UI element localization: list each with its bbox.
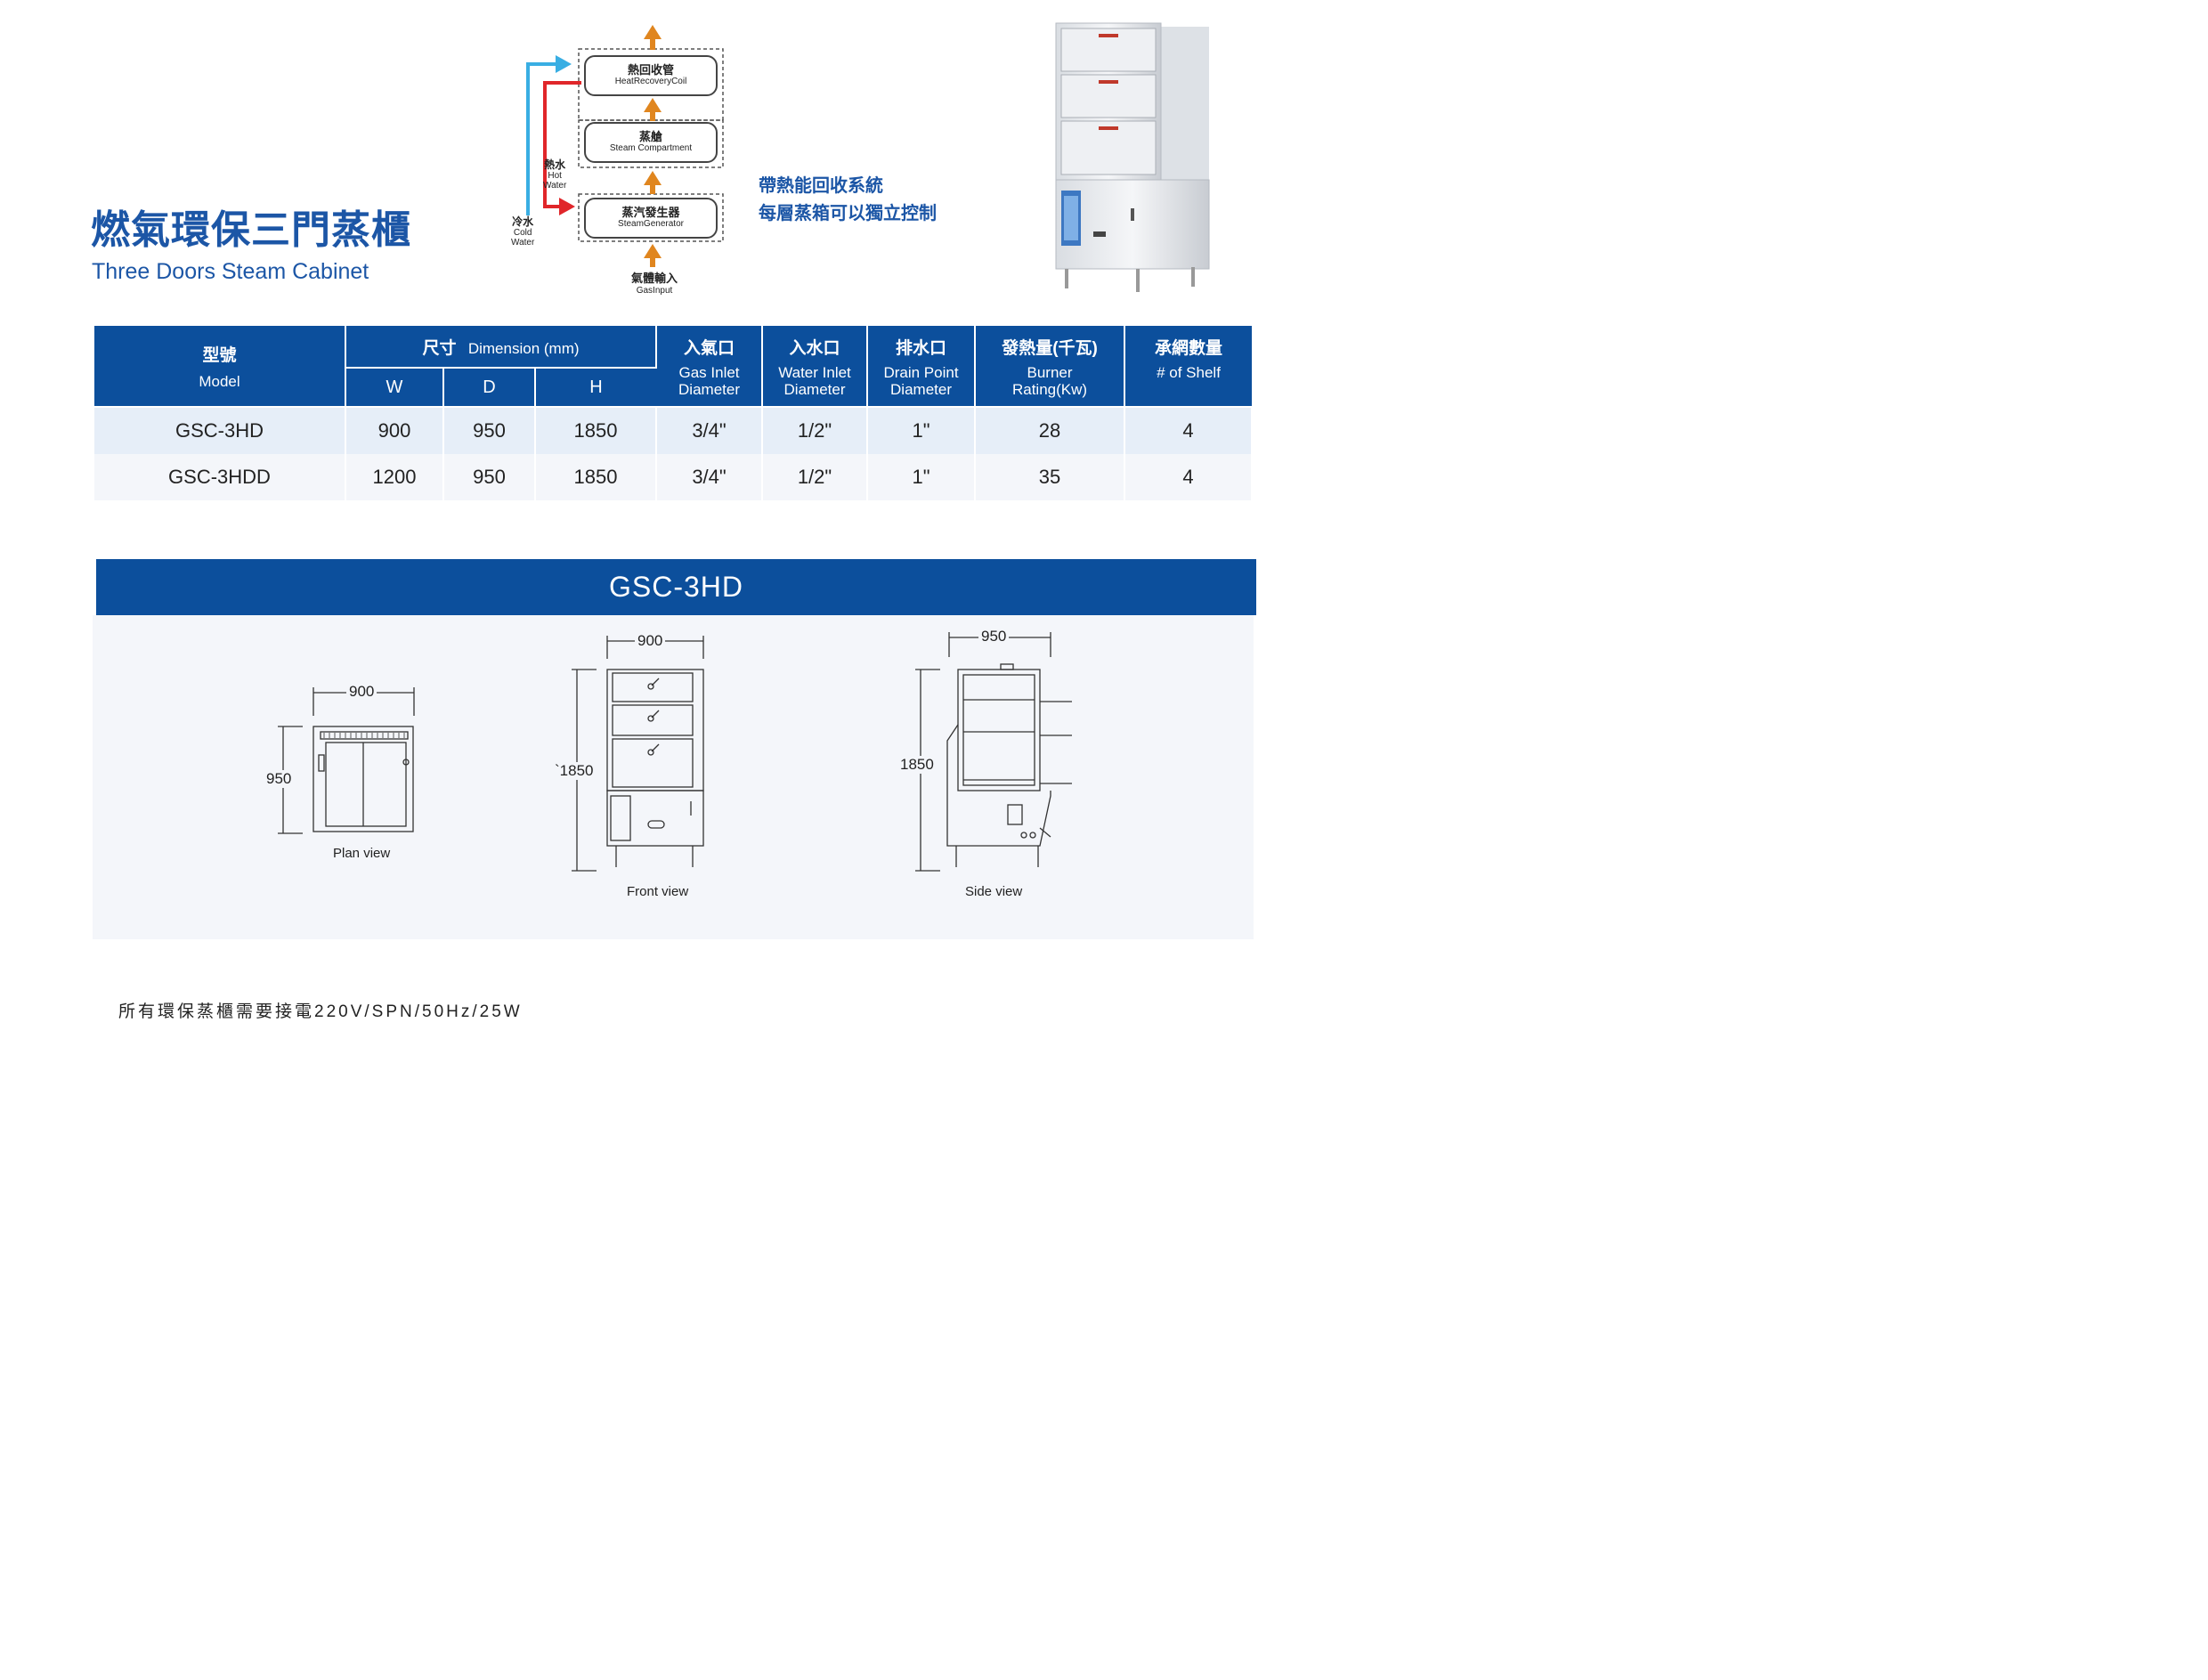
cold-water-en2: Water <box>511 238 535 248</box>
col-gas-en2: Diameter <box>678 380 740 398</box>
col-d-label: D <box>483 377 496 397</box>
col-water-en1: Water Inlet <box>778 363 851 381</box>
heat-recovery-en: HeatRecoveryCoil <box>614 77 687 86</box>
cell-gas: 3/4" <box>656 454 764 500</box>
col-burner-en1: Burner <box>1027 363 1073 381</box>
side-height-dim: 1850 <box>897 756 937 774</box>
cell-shelf: 4 <box>1124 454 1254 500</box>
cell-w: 1200 <box>345 454 444 500</box>
cell-model: GSC-3HDD <box>94 454 346 500</box>
cell-h: 1850 <box>535 407 658 454</box>
cell-gas: 3/4" <box>656 407 764 454</box>
page-title: 燃氣環保三門蒸櫃 <box>91 208 411 252</box>
side-view-caption: Side view <box>965 884 1023 899</box>
feature-heat-recovery: 帶熱能回收系統 <box>759 176 883 196</box>
steam-compartment-en: Steam Compartment <box>609 143 693 153</box>
cell-shelf: 4 <box>1124 407 1254 454</box>
cell-d: 950 <box>443 454 536 500</box>
cell-drain: 1" <box>867 407 977 454</box>
col-burner: 發熱量(千瓦) Burner Rating(Kw) <box>975 326 1126 408</box>
hot-water-en2: Water <box>543 181 567 191</box>
hot-water-zh: 熱水 <box>544 158 566 171</box>
col-dimension: 尺寸 Dimension (mm) <box>345 326 658 369</box>
cell-water: 1/2" <box>762 407 869 454</box>
cold-water-en1: Cold <box>513 228 532 238</box>
gas-input-en: GasInput <box>636 286 673 296</box>
col-gas-en1: Gas Inlet <box>678 363 740 381</box>
side-view-drawing <box>915 632 1072 872</box>
side-depth-dim: 950 <box>978 628 1010 645</box>
col-drain: 排水口 Drain Point Diameter <box>867 326 977 408</box>
col-drain-zh: 排水口 <box>896 338 947 358</box>
cell-w: 900 <box>345 407 444 454</box>
col-burner-zh: 發熱量(千瓦) <box>1002 338 1098 358</box>
steam-compartment-zh: 蒸艙 <box>638 130 662 143</box>
page-subtitle: Three Doors Steam Cabinet <box>92 259 369 284</box>
col-gas: 入氣口 Gas Inlet Diameter <box>656 326 764 408</box>
steam-generator-en: SteamGenerator <box>618 219 684 229</box>
front-height-dim: `1850 <box>552 762 597 780</box>
drawing-model-title: GSC-3HD <box>96 559 1256 615</box>
col-shelf: 承網數量 # of Shelf <box>1124 326 1253 408</box>
steam-compartment-box: 蒸艙 Steam Compartment <box>584 122 718 163</box>
heat-recovery-zh: 熱回收管 <box>627 63 674 77</box>
col-model-en: Model <box>199 373 240 390</box>
gas-input-label: 氣體輸入 GasInput <box>614 269 694 296</box>
cell-d: 950 <box>443 407 536 454</box>
gas-input-zh: 氣體輸入 <box>630 272 678 285</box>
power-footnote: 所有環保蒸櫃需要接電220V/SPN/50Hz/25W <box>118 1002 523 1021</box>
steam-generator-box: 蒸汽發生器 SteamGenerator <box>584 198 718 239</box>
gas-flow-arrows <box>644 25 662 267</box>
col-w-label: W <box>386 377 403 397</box>
flow-diagram-lines <box>526 25 724 267</box>
steam-cabinet-photo <box>1055 22 1210 292</box>
table-row: GSC-3HDD 1200 950 1850 3/4" 1/2" 1" 35 4 <box>94 454 1254 500</box>
hot-water-en1: Hot <box>548 171 562 181</box>
col-gas-zh: 入氣口 <box>684 338 735 358</box>
cell-burner: 35 <box>975 454 1126 500</box>
heat-recovery-box: 熱回收管 HeatRecoveryCoil <box>584 55 718 96</box>
cell-drain: 1" <box>867 454 977 500</box>
plan-view-caption: Plan view <box>333 846 391 861</box>
spec-table: 型號 Model 尺寸 Dimension (mm) 入氣口 Gas Inlet… <box>94 326 1254 500</box>
col-shelf-en: # of Shelf <box>1157 364 1221 381</box>
feature-independent-control: 每層蒸箱可以獨立控制 <box>759 204 937 223</box>
table-row: GSC-3HD 900 950 1850 3/4" 1/2" 1" 28 4 <box>94 407 1254 454</box>
col-shelf-zh: 承網數量 <box>1155 339 1223 358</box>
cell-burner: 28 <box>975 407 1126 454</box>
plan-view-drawing <box>278 687 415 834</box>
col-water-en2: Diameter <box>783 380 846 398</box>
col-dimension-zh: 尺寸 <box>422 338 457 358</box>
col-w: W <box>345 368 444 408</box>
col-model: 型號 Model <box>94 326 346 408</box>
cell-model: GSC-3HD <box>94 407 346 454</box>
front-width-dim: 900 <box>635 632 666 650</box>
cell-water: 1/2" <box>762 454 869 500</box>
col-water-zh: 入水口 <box>789 338 840 358</box>
col-dimension-en: Dimension (mm) <box>467 339 580 357</box>
col-d: D <box>443 368 536 408</box>
col-model-zh: 型號 <box>202 346 237 365</box>
col-drain-en2: Diameter <box>890 380 952 398</box>
cold-water-zh: 冷水 <box>512 215 534 228</box>
col-burner-en2: Rating(Kw) <box>1011 380 1088 398</box>
col-drain-en1: Drain Point <box>883 363 959 381</box>
col-h-label: H <box>589 377 603 397</box>
front-view-drawing <box>572 636 704 872</box>
plan-width-dim: 900 <box>346 683 377 701</box>
steam-generator-zh: 蒸汽發生器 <box>621 206 680 219</box>
col-water: 入水口 Water Inlet Diameter <box>762 326 869 408</box>
col-h: H <box>535 368 657 408</box>
hot-water-label: 熱水 Hot Water <box>543 158 567 191</box>
cell-h: 1850 <box>535 454 658 500</box>
cold-water-label: 冷水 Cold Water <box>511 215 535 248</box>
front-view-caption: Front view <box>627 884 689 899</box>
plan-depth-dim: 950 <box>264 770 295 788</box>
